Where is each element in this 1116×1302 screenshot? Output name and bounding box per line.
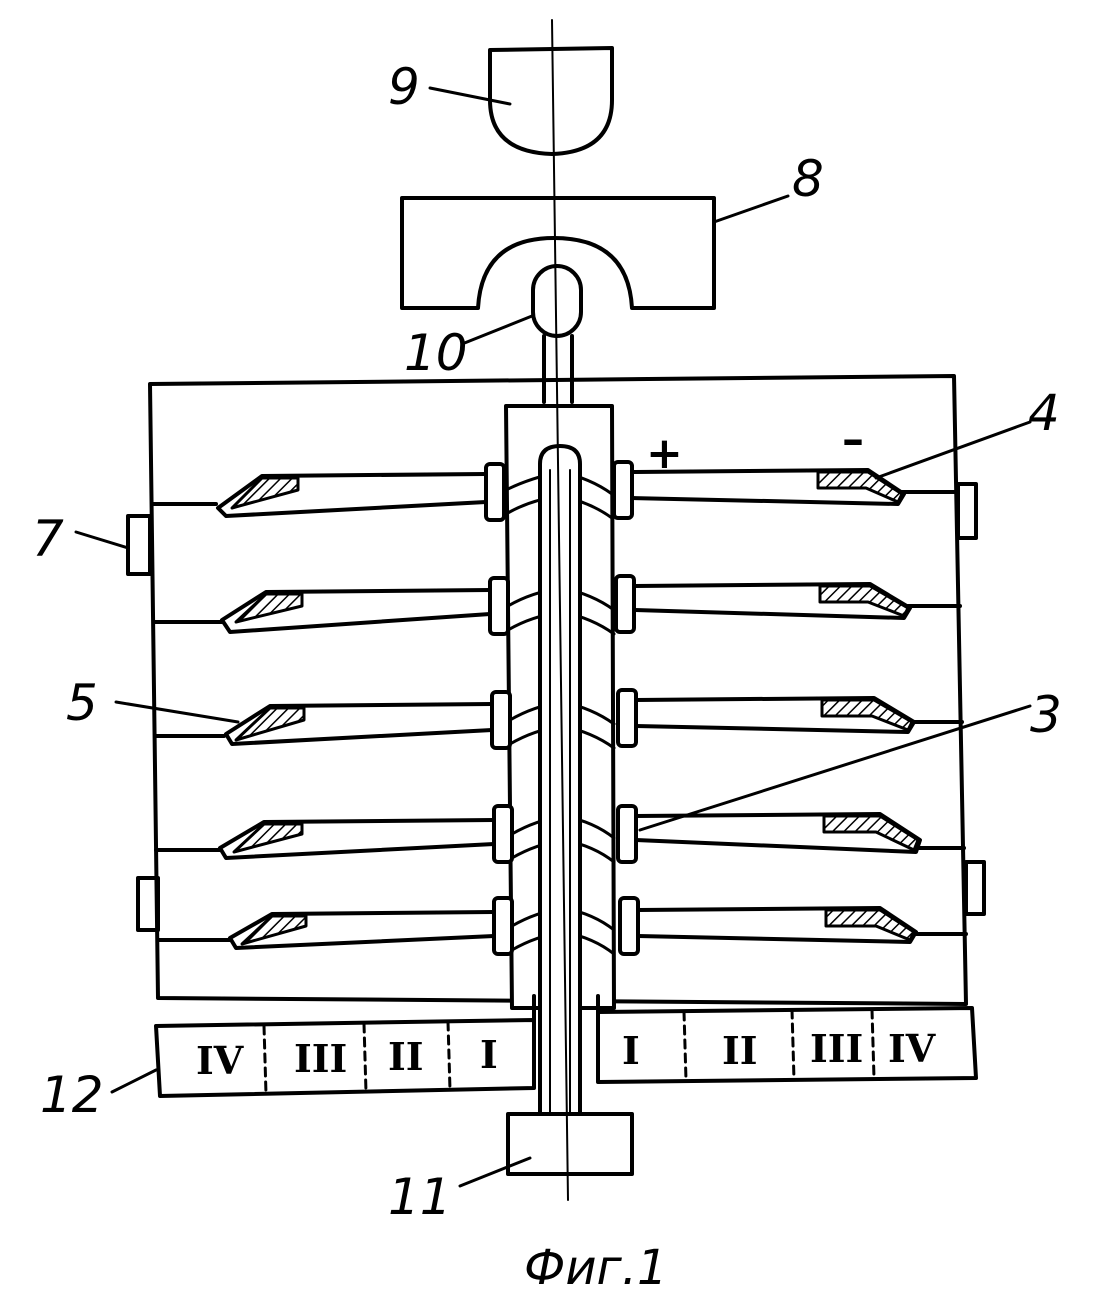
- blade-left-3: [224, 702, 494, 746]
- hatch-right-4: [822, 814, 920, 852]
- hatch-left-5: [240, 914, 308, 946]
- housing: [148, 374, 968, 1006]
- figure-caption: Фиг.1: [524, 1240, 668, 1296]
- leader-lines: [74, 86, 1032, 1188]
- label-11: 11: [388, 1168, 452, 1226]
- label-9: 9: [388, 58, 420, 116]
- blade-right-1: [630, 468, 906, 506]
- connector-left-1: [484, 462, 506, 522]
- scale-right-2: III: [810, 1026, 863, 1071]
- scale-left-1: III: [294, 1036, 347, 1081]
- scale-right-3: IV: [888, 1026, 937, 1071]
- connector-right-1: [612, 460, 634, 520]
- scale-left-0: IV: [196, 1038, 245, 1083]
- part-12-scale-right: [596, 1006, 978, 1084]
- center-axis: [551, 19, 569, 1201]
- connector-right-3: [616, 688, 638, 748]
- hatch-left-2: [234, 592, 304, 624]
- hatch-right-3: [820, 698, 914, 732]
- connector-right-4: [616, 804, 638, 864]
- hatch-left-3: [234, 706, 306, 742]
- hatch-right-1: [816, 470, 904, 504]
- label-4: 4: [1028, 384, 1060, 442]
- part-7-clamp-left-bottom: [136, 876, 160, 932]
- blade-right-5: [636, 906, 918, 944]
- blade-left-4: [218, 818, 496, 860]
- label-10: 10: [404, 324, 468, 382]
- blade-right-2: [632, 582, 912, 620]
- part-12-scale-left: [154, 1018, 536, 1098]
- label-7: 7: [32, 510, 64, 568]
- scale-dividers: [262, 1008, 876, 1096]
- hatch-left-4: [232, 822, 304, 854]
- scale-left-3: I: [480, 1032, 498, 1077]
- label-3: 3: [1030, 686, 1062, 744]
- blade-right-3: [634, 696, 916, 734]
- part-9-cup: [488, 46, 614, 156]
- blade-left-5: [228, 910, 496, 950]
- scale-right-1: II: [722, 1028, 758, 1073]
- plus-sign: +: [646, 428, 683, 479]
- part-10-rod: [542, 334, 574, 404]
- hatch-left-1: [230, 476, 300, 510]
- hatch-right-2: [818, 584, 910, 618]
- blade-right-4: [634, 812, 922, 854]
- part-7-clamp-left-top: [126, 514, 152, 576]
- part-11-base: [506, 1112, 634, 1176]
- blade-left-1: [216, 472, 488, 518]
- left-blades: [216, 472, 496, 950]
- scale-right-0: I: [622, 1028, 640, 1073]
- connector-left-2: [488, 576, 510, 636]
- connector-left-5: [492, 896, 514, 956]
- column-connectors: [484, 460, 640, 956]
- hatched-tips: [230, 470, 920, 946]
- connector-right-2: [614, 574, 636, 634]
- connector-left-4: [492, 804, 514, 864]
- label-12: 12: [40, 1066, 104, 1124]
- hatch-right-5: [824, 908, 916, 942]
- part-7-clamp-right-top: [956, 482, 978, 540]
- connector-right-5: [618, 896, 640, 956]
- right-blades: [630, 468, 922, 944]
- minus-sign: –: [842, 414, 864, 465]
- connector-left-3: [490, 690, 512, 750]
- part-7-clamp-right-bottom: [964, 860, 986, 916]
- scale-left-2: II: [388, 1034, 424, 1079]
- label-8: 8: [792, 150, 824, 208]
- blade-left-2: [220, 588, 492, 634]
- label-5: 5: [66, 674, 98, 732]
